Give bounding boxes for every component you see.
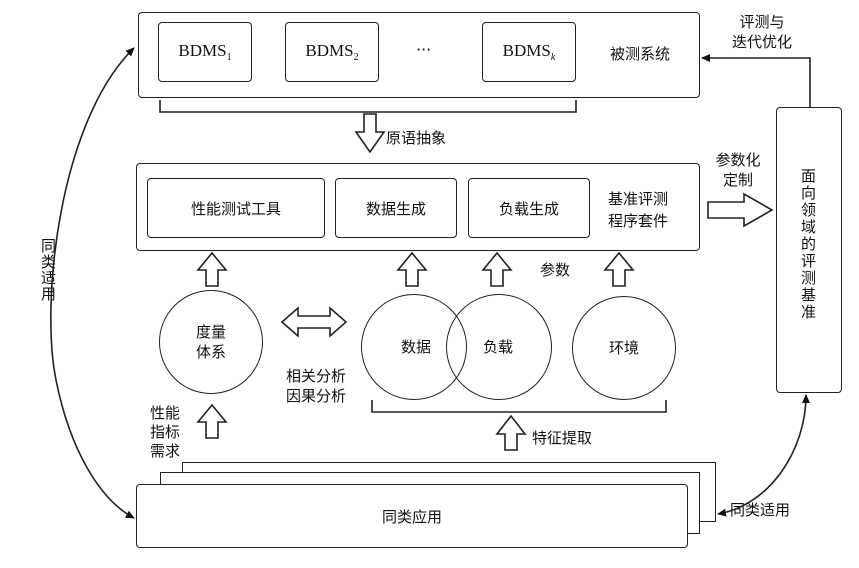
same-apply-right-label: 同类适用 [730,501,791,519]
bdms-ellipsis: ··· [416,40,432,59]
similar-apps-box: 同类应用 [136,484,688,548]
domain-benchmark-label: 面向领域的评测基准 [799,168,817,321]
metric-up-arrow [196,251,228,287]
data-generation-label: 数据生成 [365,199,426,218]
load-generation-box: 负载生成 [468,178,590,238]
benchmark-suite-label: 基准评测 程序套件 [608,190,669,230]
load-generation-label: 负载生成 [498,199,559,218]
perf-test-tools-box: 性能测试工具 [147,178,325,238]
analysis-double-arrow [280,306,348,338]
load-circle-label: 负载 [483,338,514,356]
param-custom-label: 参数化 定制 [715,151,761,189]
primitive-abstraction-label: 原语抽象 [386,129,447,147]
bdms-1-label: BDMS1 [178,41,232,63]
eval-iterate-label: 评测与 迭代优化 [731,13,792,51]
domain-benchmark-box [776,107,842,393]
load-circle [446,294,552,400]
data-circle-label: 数据 [401,338,432,356]
perf-test-tools-label: 性能测试工具 [190,199,281,218]
bdms-1-box: BDMS1 [158,22,252,82]
bdms-k-box: BDMSk [482,22,576,82]
system-under-test-label: 被测系统 [610,45,671,63]
similar-apps-label: 同类应用 [381,507,442,526]
bdms-k-label: BDMSk [502,41,556,63]
env-up-arrow [603,251,635,287]
bdms-2-label: BDMS2 [305,41,359,63]
env-circle: 环境 [572,296,676,400]
params-label: 参数 [540,261,571,279]
same-apply-left-label: 同类适用 [39,238,57,302]
eval-iterate-line [701,54,811,107]
metric-system-label: 度量 体系 [195,323,226,361]
same-apply-left-curve [50,47,135,519]
primitive-abstraction-arrow [354,113,386,154]
perf-requirement-arrow [196,403,228,439]
data-generation-box: 数据生成 [335,178,457,238]
perf-requirement-label: 性能 指标 需求 [150,404,181,460]
load-up-arrow [481,251,513,287]
circles-bracket [371,400,667,413]
feature-extract-label: 特征提取 [532,429,593,447]
param-custom-arrow [707,192,774,228]
top-bracket [159,100,577,113]
env-circle-label: 环境 [608,339,639,357]
bdms-2-box: BDMS2 [285,22,379,82]
analysis-label: 相关分析 因果分析 [285,367,346,405]
feature-extract-arrow [495,414,527,451]
same-apply-right-curve [717,394,810,517]
metric-system-circle: 度量 体系 [159,290,263,394]
data-up-arrow [396,251,428,287]
